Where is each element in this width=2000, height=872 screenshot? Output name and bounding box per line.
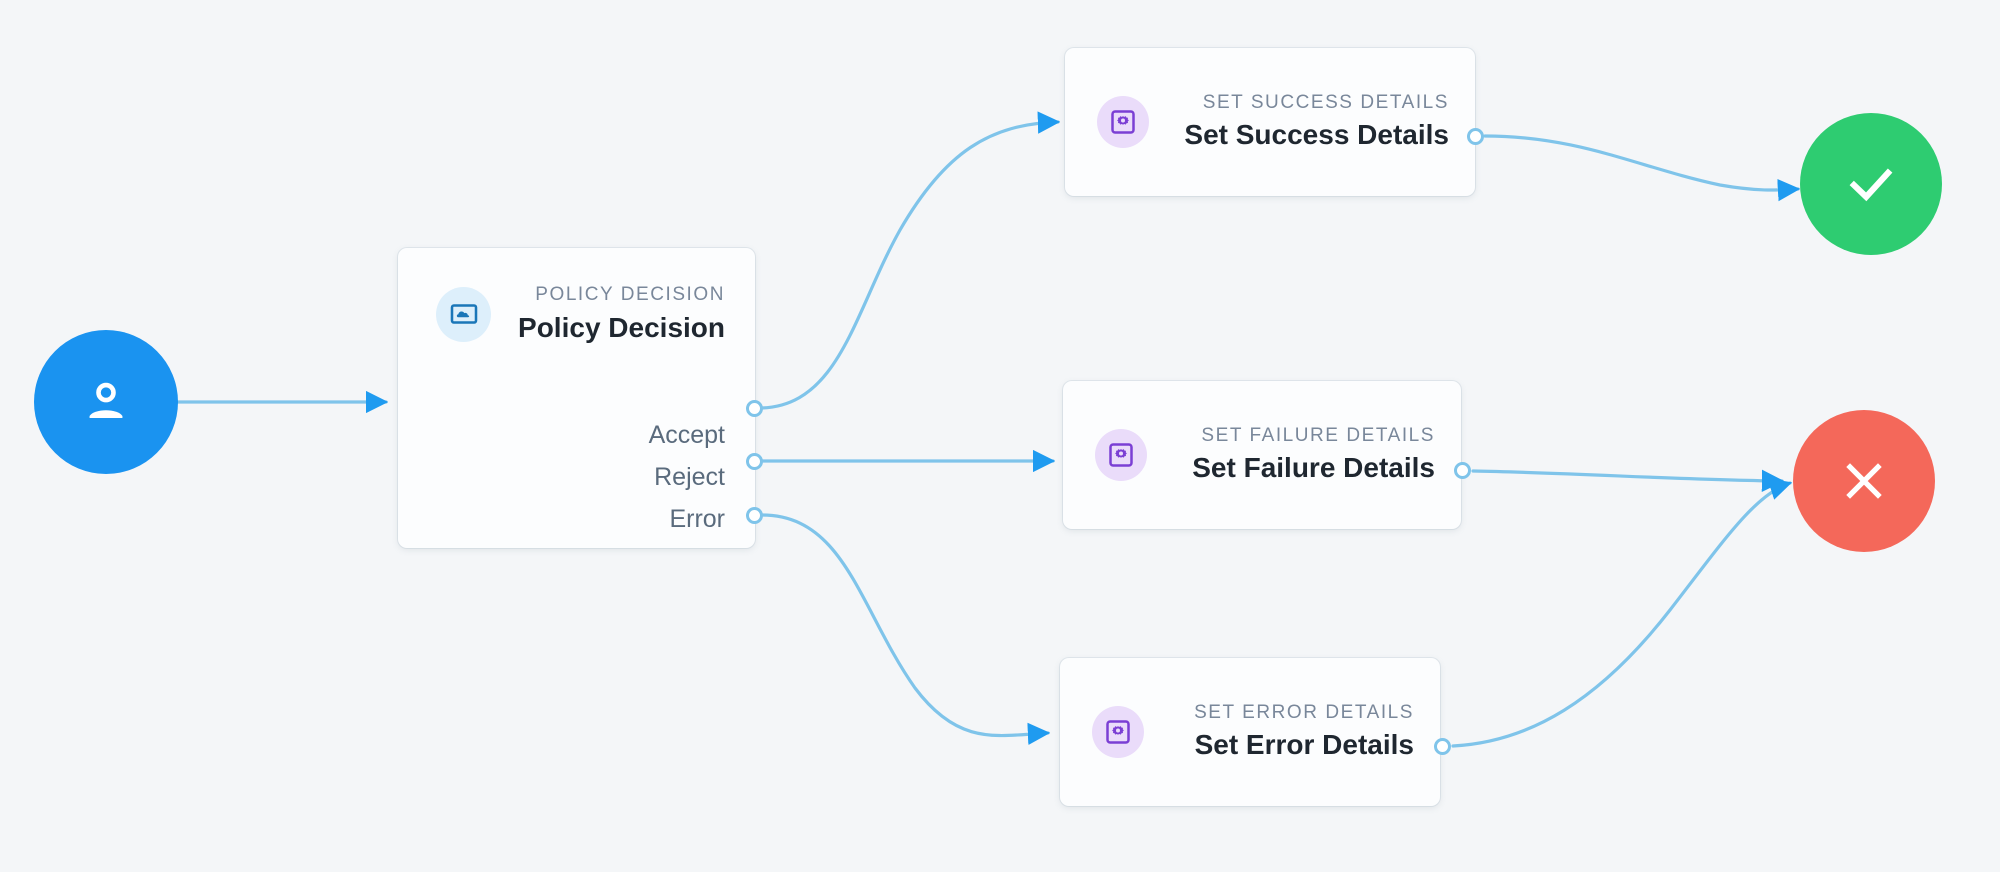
set-success-details-kicker: SET SUCCESS DETAILS bbox=[1202, 91, 1449, 113]
output-port-accept[interactable]: Accept bbox=[398, 414, 755, 456]
set-error-details-kicker: SET ERROR DETAILS bbox=[1194, 701, 1414, 723]
check-icon bbox=[1849, 168, 1893, 202]
node-start[interactable] bbox=[34, 330, 178, 474]
output-port-error[interactable]: Error bbox=[398, 498, 755, 540]
edge-failure-details-to-end bbox=[1471, 469, 1785, 493]
output-port-accept-label: Accept bbox=[648, 420, 725, 449]
port-dot-set-error-details-out[interactable] bbox=[1434, 738, 1451, 755]
gear-box-icon bbox=[1111, 110, 1135, 134]
set-failure-details-title: Set Failure Details bbox=[1192, 452, 1435, 484]
gear-box-icon bbox=[1109, 443, 1133, 467]
node-policy-decision[interactable]: POLICY DECISION Policy Decision Accept R… bbox=[398, 248, 755, 548]
edge-success-details-to-end bbox=[1483, 134, 1801, 202]
cloud-box-icon bbox=[450, 304, 477, 325]
gear-icon-badge-success bbox=[1097, 96, 1149, 148]
gear-icon-badge-failure bbox=[1095, 429, 1147, 481]
set-success-details-title: Set Success Details bbox=[1184, 119, 1449, 151]
port-dot-set-failure-details-out[interactable] bbox=[1454, 462, 1471, 479]
port-dot-accept[interactable] bbox=[746, 400, 763, 417]
output-port-reject[interactable]: Reject bbox=[398, 456, 755, 498]
port-dot-set-success-details-out[interactable] bbox=[1467, 128, 1484, 145]
set-error-details-title: Set Error Details bbox=[1194, 729, 1414, 761]
output-port-error-label: Error bbox=[669, 504, 725, 533]
user-icon bbox=[89, 382, 123, 418]
gear-icon-badge-error bbox=[1092, 706, 1144, 758]
policy-decision-kicker: POLICY DECISION bbox=[535, 284, 725, 305]
node-set-failure-details[interactable]: SET FAILURE DETAILS Set Failure Details bbox=[1063, 381, 1461, 529]
port-dot-reject[interactable] bbox=[746, 453, 763, 470]
node-set-success-details[interactable]: SET SUCCESS DETAILS Set Success Details bbox=[1065, 48, 1475, 196]
policy-decision-title: Policy Decision bbox=[518, 311, 725, 343]
cloud-icon-badge bbox=[436, 286, 491, 342]
edge-error-to-error-details bbox=[760, 513, 1051, 746]
node-end-success[interactable] bbox=[1800, 113, 1942, 255]
port-dot-error[interactable] bbox=[746, 507, 763, 524]
edge-error-details-to-end bbox=[1451, 478, 1793, 748]
policy-decision-output-ports: Accept Reject Error bbox=[398, 414, 755, 540]
close-x-icon bbox=[1846, 463, 1882, 499]
edge-accept-to-success-details bbox=[760, 111, 1061, 410]
set-failure-details-kicker: SET FAILURE DETAILS bbox=[1201, 424, 1435, 446]
node-end-error[interactable] bbox=[1793, 410, 1935, 552]
node-set-error-details[interactable]: SET ERROR DETAILS Set Error Details bbox=[1060, 658, 1440, 806]
output-port-reject-label: Reject bbox=[654, 462, 725, 491]
gear-box-icon bbox=[1106, 720, 1130, 744]
